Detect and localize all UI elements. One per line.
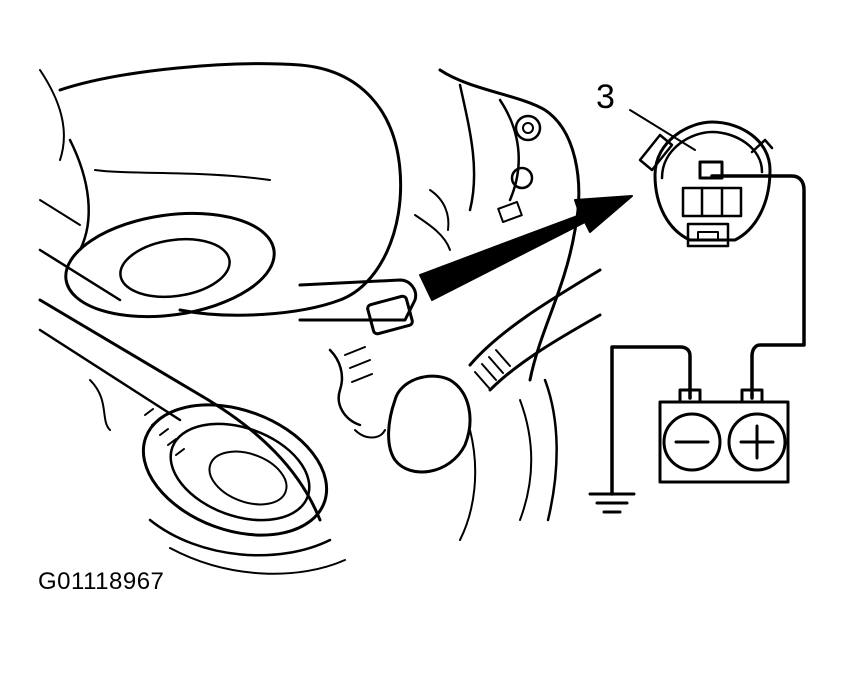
engine-assembly-illustration: [38, 62, 602, 575]
battery-icon: [658, 388, 790, 484]
wiring: [610, 174, 806, 496]
callout-number: 3: [596, 78, 615, 116]
engine-block: [414, 68, 581, 541]
hose: [387, 268, 602, 474]
ground-symbol-icon: [588, 492, 636, 514]
sensor-connector: [298, 278, 418, 439]
battery-negative-terminal: [662, 412, 722, 472]
filter-housing: [39, 62, 403, 319]
battery-positive-terminal: [727, 412, 787, 472]
connector-icon: [638, 120, 774, 248]
frame-lines: [38, 199, 322, 522]
pointer-arrow-icon: [419, 195, 633, 301]
callout-leader: [629, 109, 696, 151]
pulley: [141, 403, 346, 575]
figure-id: G01118967: [38, 568, 165, 595]
